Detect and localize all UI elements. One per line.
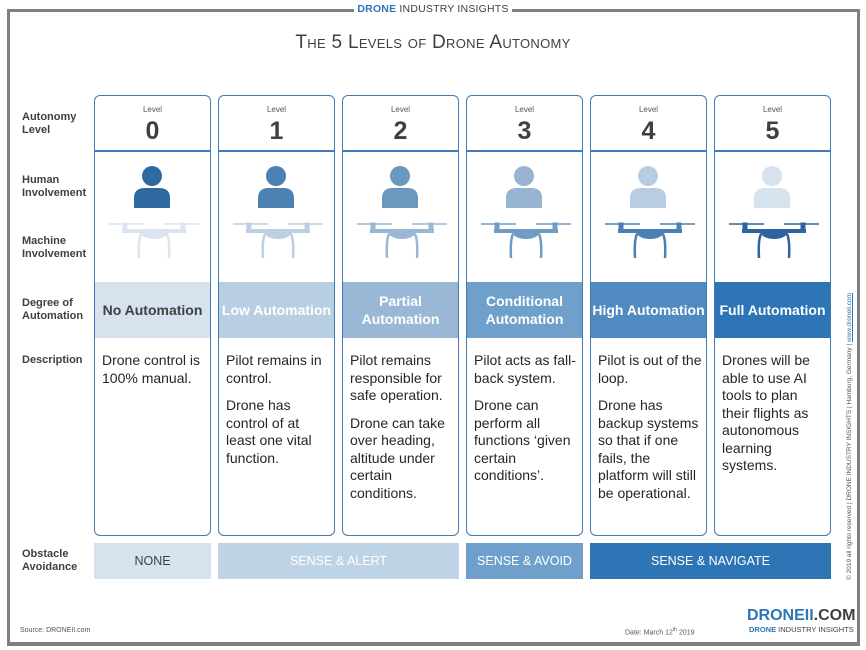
level-number: 4 — [641, 117, 656, 145]
row-label-autonomy-level: Autonomy Level — [22, 111, 77, 136]
description-paragraph: Drone has control of at least one vital … — [226, 397, 312, 466]
degree-of-automation: Conditional Automation — [467, 282, 582, 338]
logo-main: DRONEII — [747, 607, 814, 624]
description-paragraph: Pilot remains in control. — [226, 352, 322, 386]
top-brand-tag: DRONE INDUSTRY INSIGHTS — [354, 3, 512, 15]
brand-bold: DRONE — [357, 3, 397, 15]
level-column-3: Level 3 Conditional Automation Pilot act… — [466, 95, 583, 536]
date-sup: th — [672, 627, 678, 633]
description: Pilot acts as fall-back system. Drone can… — [474, 352, 578, 495]
drone-icon — [605, 222, 695, 259]
degree-of-automation: No Automation — [95, 282, 210, 338]
level-column-4: Level 4 High Automation Pilot is out of … — [590, 95, 707, 536]
degree-of-automation: Low Automation — [219, 282, 334, 338]
degree-of-automation: Partial Automation — [343, 282, 458, 338]
drone-icon — [109, 222, 199, 259]
description: Pilot remains responsible for safe opera… — [350, 352, 454, 512]
person-icon — [134, 166, 170, 208]
description-paragraph: Drone has backup systems so that if one … — [598, 397, 699, 501]
divider — [95, 150, 210, 152]
logo-sub-rest: INDUSTRY INSIGHTS — [776, 625, 854, 634]
description: Pilot is out of the loop. Drone has backu… — [598, 352, 702, 512]
level-label: Level — [514, 105, 535, 114]
divider — [715, 150, 830, 152]
obstacle-band: SENSE & ALERT — [218, 543, 459, 579]
row-label-human: Human Involvement — [22, 174, 87, 199]
copyright-side-note: © 2019 all rights reserved | DRONE INDUS… — [846, 293, 853, 580]
description-paragraph: Drone can take over heading, altitude un… — [350, 414, 445, 501]
level-column-5: Level 5 Full Automation Drones will be a… — [714, 95, 831, 536]
date-note: Date: March 12th 2019 — [625, 627, 695, 636]
logo-sub-bold: DRONE — [749, 625, 777, 634]
brand-rest: INDUSTRY INSIGHTS — [399, 3, 509, 15]
obstacle-band: SENSE & AVOID — [466, 543, 583, 579]
description-paragraph: Pilot remains responsible for safe opera… — [350, 352, 443, 403]
row-label-obstacle: Obstacle Avoidance — [22, 548, 78, 573]
source-note: Source: DRONEII.com — [20, 627, 91, 634]
level-number: 2 — [393, 117, 408, 145]
person-icon — [754, 166, 790, 208]
level-number: 3 — [517, 117, 532, 145]
description-paragraph: Drones will be able to use AI tools to p… — [722, 352, 810, 473]
divider — [343, 150, 458, 152]
description-paragraph: Pilot acts as fall-back system. — [474, 352, 576, 386]
degree-of-automation: Full Automation — [715, 282, 830, 338]
level-label: Level — [638, 105, 659, 114]
date-prefix: Date: March 12 — [625, 629, 673, 637]
level-number: 5 — [765, 117, 780, 145]
level-number: 1 — [269, 117, 284, 145]
person-icon — [630, 166, 666, 208]
person-icon — [506, 166, 542, 208]
drone-icon — [729, 222, 819, 259]
description-paragraph: Drone control is 100% manual. — [102, 352, 201, 386]
description: Drones will be able to use AI tools to p… — [722, 352, 826, 485]
divider — [219, 150, 334, 152]
degree-of-automation: High Automation — [591, 282, 706, 338]
obstacle-band: SENSE & NAVIGATE — [590, 543, 831, 579]
person-icon — [382, 166, 418, 208]
description: Drone control is 100% manual. — [102, 352, 206, 397]
logo-tld: .COM — [813, 607, 856, 624]
row-label-degree: Degree of Automation — [22, 297, 84, 322]
drone-icon — [481, 222, 571, 259]
divider — [591, 150, 706, 152]
level-label: Level — [266, 105, 287, 114]
level-label: Level — [142, 105, 163, 114]
description: Pilot remains in control. Drone has contr… — [226, 352, 330, 477]
divider — [467, 150, 582, 152]
level-label: Level — [390, 105, 411, 114]
drone-icon — [357, 222, 447, 259]
date-suffix: 2019 — [677, 629, 695, 637]
level-label: Level — [762, 105, 783, 114]
obstacle-band: NONE — [94, 543, 211, 579]
person-icon — [258, 166, 294, 208]
drone-icon — [233, 222, 323, 259]
description-paragraph: Drone can perform all functions ‘given c… — [474, 397, 571, 483]
row-label-description: Description — [22, 354, 83, 366]
logo-subtitle: DRONE INDUSTRY INSIGHTS — [749, 625, 854, 634]
level-column-1: Level 1 Low Automation Pilot remains in … — [218, 95, 335, 536]
description-paragraph: Pilot is out of the loop. — [598, 352, 702, 386]
page-title: The 5 Levels of Drone Autonomy — [295, 32, 571, 53]
level-column-0: Level 0 No Automation Drone control is 1… — [94, 95, 211, 536]
level-column-2: Level 2 Partial Automation Pilot remains… — [342, 95, 459, 536]
copyright-text: © 2019 all rights reserved | DRONE INDUS… — [846, 342, 853, 580]
row-label-machine: Machine Involvement — [22, 235, 87, 260]
website-link[interactable]: www.droneii.com — [846, 292, 853, 343]
logo: DRONEII.COM — [747, 607, 855, 625]
level-number: 0 — [145, 117, 160, 145]
